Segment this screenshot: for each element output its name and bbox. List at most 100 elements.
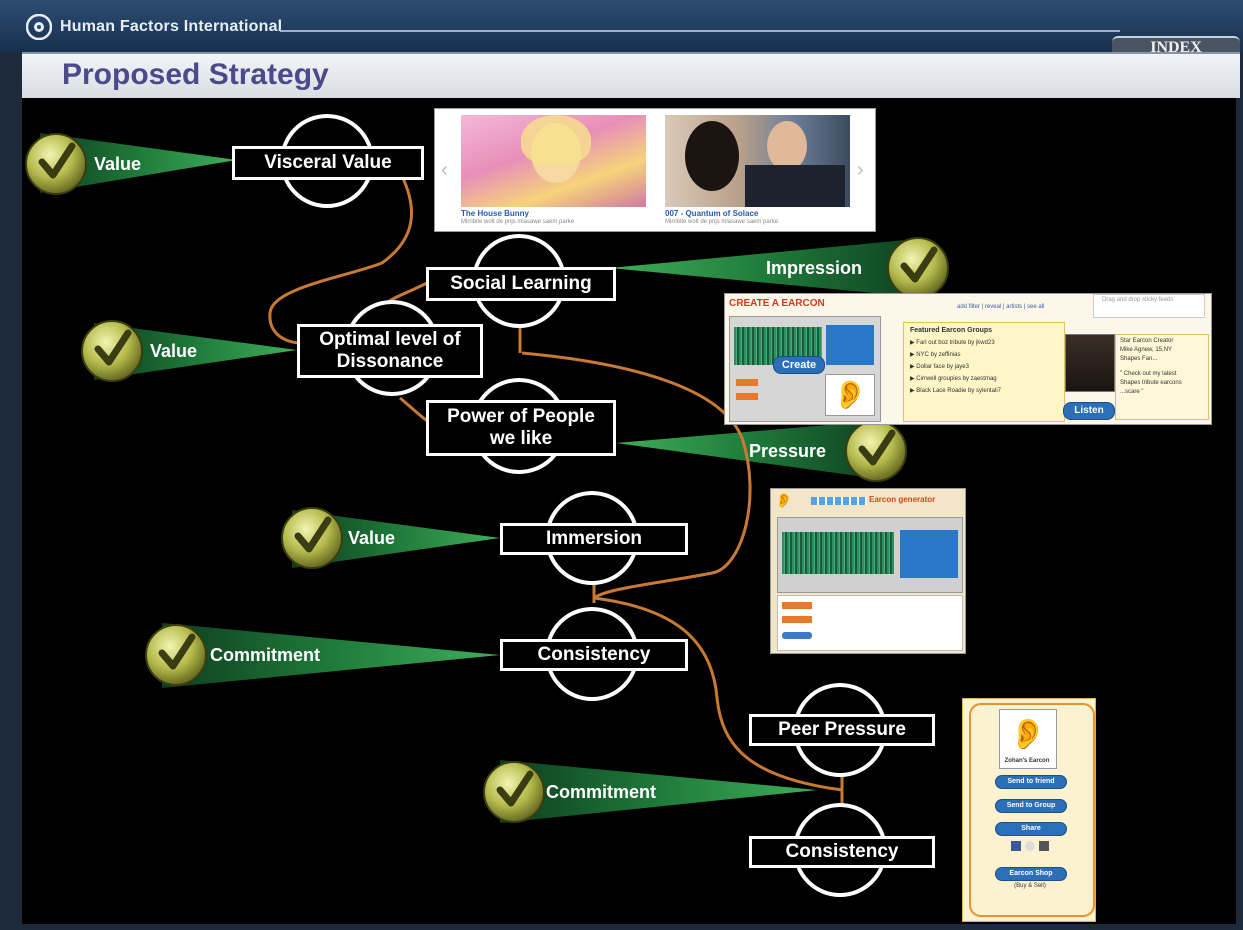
node-label-line: Power of People [447, 406, 595, 427]
earcon-nav[interactable]: add filter | reveal | artists | see all [957, 304, 1045, 310]
orange-button[interactable] [782, 602, 812, 609]
beam-commitment-1 [162, 623, 500, 688]
strategy-diagram [25, 114, 949, 897]
profile-photo-avatar [1065, 334, 1115, 392]
connector-dissonance-immersion [521, 351, 752, 600]
callout-value: Value [150, 341, 198, 361]
node-power-of-people: Power of People we like [426, 400, 616, 456]
node-immersion: Immersion [500, 523, 688, 555]
create-earcon-screenshot: CREATE A EARCON add filter | reveal | ar… [724, 293, 1212, 425]
orange-button[interactable] [782, 616, 812, 623]
share-icon[interactable] [1025, 841, 1035, 851]
beam-value-3 [292, 510, 500, 568]
group-item[interactable]: ▶ Farl out boz tribute by jkwd23 [910, 340, 995, 346]
featured-groups-panel: Featured Earcon Groups ▶ Farl out boz tr… [903, 322, 1065, 422]
send-to-group-button[interactable]: Send to Group [995, 799, 1067, 813]
logo-strip [811, 497, 867, 505]
generator-settings [777, 595, 963, 651]
callout-impression: Impression [766, 258, 863, 278]
check-badge-icon [281, 507, 343, 569]
check-badge-icon [145, 624, 207, 686]
share-button[interactable]: Share [995, 822, 1067, 836]
drop-zone[interactable]: Drag and drop sticky feeds [1093, 294, 1205, 318]
earcon-generator-screenshot: 👂 Earcon generator [770, 488, 966, 654]
node-label-line: Dissonance [336, 351, 444, 372]
check-badge-icon [483, 761, 545, 823]
blue-button[interactable] [782, 632, 812, 639]
node-peer-pressure: Peer Pressure [749, 714, 935, 746]
earcon-heading: CREATE A EARCON [729, 298, 825, 309]
send-to-friend-button[interactable]: Send to friend [995, 775, 1067, 789]
group-item[interactable]: ▶ Black Lace Roadie by sylentali7 [910, 388, 1001, 394]
delicious-icon[interactable] [1039, 841, 1049, 851]
movie-title[interactable]: 007 - Quantum of Solace [665, 209, 759, 218]
group-item[interactable]: ▶ Cirrwell groupies by zaestmag [910, 376, 997, 382]
profile-line: Mike Agnew, 15,NY [1120, 347, 1173, 353]
connector-social-dissonance [385, 281, 428, 305]
generator-title: Earcon generator [869, 495, 936, 504]
eye-logo-icon [26, 14, 52, 40]
profile-blurb: Star Earcon Creator Mike Agnew, 15,NY Sh… [1115, 334, 1209, 420]
facebook-icon[interactable] [1011, 841, 1021, 851]
drop-zone-hint: Drag and drop sticky feeds [1102, 297, 1174, 303]
orange-button[interactable] [736, 379, 758, 386]
group-label: NYC by zeffinias [916, 352, 961, 358]
node-consistency: Consistency [749, 836, 935, 868]
group-item[interactable]: ▶ Dollar face by jaye3 [910, 364, 969, 370]
poster-suit [745, 165, 845, 207]
carousel-next-icon[interactable]: › [857, 159, 864, 181]
poster-hair [521, 115, 591, 165]
connector-visceral-social [268, 175, 413, 345]
check-badge-icon [81, 320, 143, 382]
generator-editor [777, 517, 963, 593]
ear-icon: 👂 [999, 709, 1057, 769]
share-panel-screenshot: 👂 Zohan's Earcon Send to friend Send to … [962, 698, 1096, 922]
listen-button[interactable]: Listen [1063, 402, 1115, 420]
profile-line: Star Earcon Creator [1120, 338, 1174, 344]
title-bar: Proposed Strategy [22, 52, 1240, 98]
node-consistency: Consistency [500, 639, 688, 671]
callout-commitment: Commitment [546, 782, 657, 802]
movie-poster-1 [461, 115, 646, 207]
beam-commitment-2 [500, 760, 817, 823]
callout-pressure: Pressure [749, 441, 827, 461]
poster-figure [767, 121, 807, 171]
header-bar: Human Factors International INDEX [0, 0, 1243, 60]
circle-diagram-panel [900, 530, 958, 578]
callout-value: Value [348, 528, 396, 548]
poster-figure [685, 121, 739, 191]
brand-name: Human Factors International [60, 18, 283, 35]
callout-value: Value [94, 154, 142, 174]
share-panel-frame [969, 703, 1095, 917]
check-badge-icon [887, 237, 949, 299]
ear-icon: 👂 [775, 492, 793, 508]
shop-subtitle: (Buy & Sell) [1014, 883, 1046, 889]
slide-canvas: Value Impression Value Pressure Value Co… [22, 98, 1236, 924]
beam-value-1 [40, 133, 237, 193]
group-label: Black Lace Roadie by sylentali7 [916, 388, 1001, 394]
orange-button[interactable] [736, 393, 758, 400]
movie-description: Mirribite wolt de pnjs mlasawe saem park… [665, 219, 779, 225]
profile-line: Shapes tribute earcons [1120, 380, 1182, 386]
earcon-shop-button[interactable]: Earcon Shop [995, 867, 1067, 881]
callout-commitment: Commitment [210, 645, 321, 665]
create-button[interactable]: Create [773, 356, 825, 374]
movie-title[interactable]: The House Bunny [461, 209, 530, 218]
check-badge-icon [845, 420, 907, 482]
ear-icon: 👂 [825, 374, 875, 416]
node-optimal-dissonance: Optimal level of Dissonance [297, 324, 483, 378]
connector-to-peer [593, 596, 843, 792]
groups-title: Featured Earcon Groups [910, 327, 993, 334]
node-social-learning: Social Learning [426, 267, 616, 301]
node-visceral-value: Visceral Value [232, 146, 424, 180]
group-item[interactable]: ▶ NYC by zeffinias [910, 352, 961, 358]
movie-carousel-screenshot: ‹ › The House Bunny Mirribite wolt de pn… [434, 108, 876, 232]
divider [280, 30, 1120, 32]
movie-poster-2 [665, 115, 850, 207]
group-label: Cirrwell groupies by zaestmag [916, 376, 997, 382]
node-label-line: Optimal level of [319, 329, 461, 350]
node-label-line: we like [489, 428, 553, 449]
carousel-prev-icon: ‹ [441, 159, 448, 181]
circle-diagram-panel [826, 325, 874, 365]
group-label: Dollar face by jaye3 [916, 364, 969, 370]
